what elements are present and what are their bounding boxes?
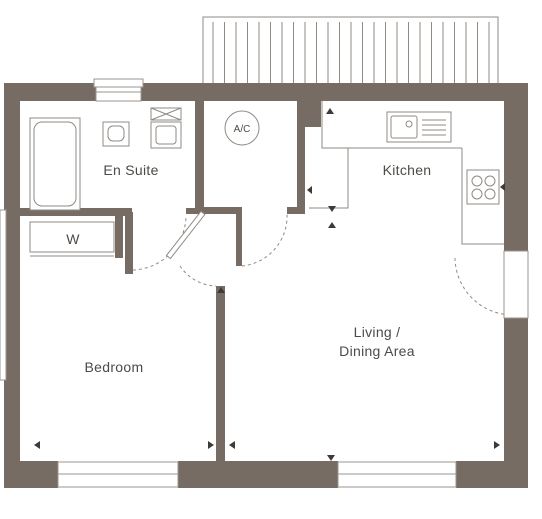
kitchen-sink [386,111,452,143]
room-label-living-line2: Dining Area [339,343,415,359]
room-label-en-suite: En Suite [103,162,158,178]
dimension-markers [34,108,505,461]
hob [466,169,500,205]
room-label-bedroom: Bedroom [85,359,144,375]
ac-label: A/C [234,124,251,135]
windows [0,78,457,488]
toilet [102,121,130,147]
ac-unit: A/C [224,110,260,146]
walls [4,83,528,488]
room-label-wardrobe: W [66,231,80,247]
doors [132,210,529,319]
room-label-kitchen: Kitchen [383,162,432,178]
kitchen-counter [309,101,504,245]
basin [150,107,182,149]
room-label-living-line1: Living / [354,324,401,340]
bath [29,117,81,211]
wardrobe [29,221,115,257]
balcony-railing [202,16,499,83]
